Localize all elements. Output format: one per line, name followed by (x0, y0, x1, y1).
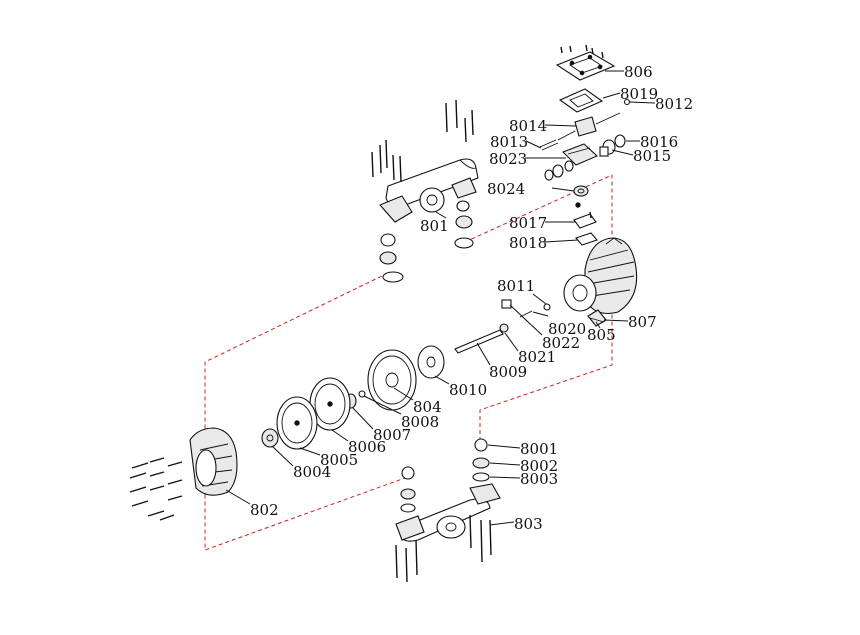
plate-8004 (261, 428, 279, 448)
diaphragm-plate-8010 (417, 345, 445, 379)
inlet-manifold-803 (395, 483, 501, 583)
seal-8016-8015 (599, 134, 626, 157)
label-8002: 8002 (520, 457, 558, 475)
valve-block-8023 (544, 143, 598, 181)
diaphragm-8005 (276, 396, 318, 450)
label-8008: 8008 (401, 413, 439, 431)
label-8017: 8017 (509, 214, 547, 232)
label-804: 804 (413, 398, 442, 416)
label-8013: 8013 (490, 133, 528, 151)
label-8020: 8020 (548, 320, 586, 338)
label-8006: 8006 (348, 438, 386, 456)
outlet-manifold-801 (371, 99, 479, 283)
label-8009: 8009 (489, 363, 527, 381)
label-8023: 8023 (489, 150, 527, 168)
pin-8013 (539, 139, 559, 151)
label-8016: 8016 (640, 133, 678, 151)
label-8022: 8022 (542, 334, 580, 352)
label-803: 803 (514, 515, 543, 533)
label-807: 807 (628, 313, 657, 331)
ball-seat-8001-8003 (400, 438, 490, 513)
label-806: 806 (624, 63, 653, 81)
air-valve-body-8014 (557, 98, 631, 141)
label-8018: 8018 (509, 234, 547, 252)
label-8001: 8001 (520, 440, 558, 458)
label-8024: 8024 (487, 180, 525, 198)
air-valve-cover-806 (555, 44, 616, 81)
label-8021: 8021 (518, 348, 556, 366)
chamber-bolts (129, 457, 183, 521)
label-8003: 8003 (520, 470, 558, 488)
part-labels: 806 8019 8012 8014 8013 8016 8023 8015 8… (250, 63, 693, 533)
label-8014: 8014 (509, 117, 547, 135)
label-8011: 8011 (497, 277, 535, 295)
label-805: 805 (587, 326, 616, 344)
label-8012: 8012 (655, 95, 693, 113)
ring-8024 (573, 185, 589, 208)
gasket-8019 (558, 88, 604, 113)
diaphragm-8006 (309, 377, 351, 431)
label-8019: 8019 (620, 85, 658, 103)
label-8004: 8004 (293, 463, 331, 481)
shaft-8009-8021 (454, 323, 509, 354)
plate-8017-8018 (573, 211, 598, 246)
label-8005: 8005 (320, 451, 358, 469)
label-8015: 8015 (633, 147, 671, 165)
fluid-chamber-802 (189, 427, 238, 496)
label-8007: 8007 (373, 426, 411, 444)
label-8010: 8010 (449, 381, 487, 399)
assembly-path-top (464, 174, 613, 440)
label-802: 802 (250, 501, 279, 519)
label-801: 801 (420, 217, 449, 235)
leader-lines (225, 70, 656, 526)
center-housing-807 (563, 237, 638, 315)
